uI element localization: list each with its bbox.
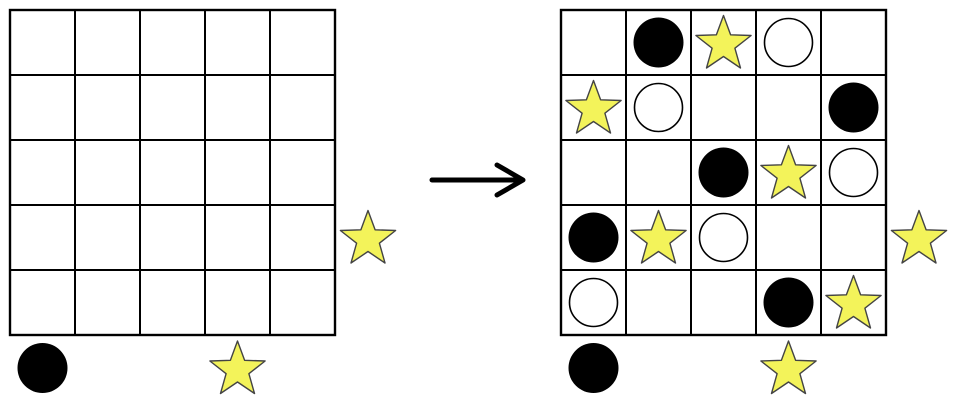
grid-cell (560, 139, 627, 206)
grid-cell (9, 204, 76, 271)
grid-cell (9, 139, 76, 206)
right-arrow-icon (429, 162, 526, 198)
col-4-clue-star-icon (760, 340, 817, 395)
grid-cell (139, 269, 206, 336)
grid-cell (269, 74, 336, 141)
cell-r3c4-star-icon (760, 144, 817, 199)
puzzle-board (8, 8, 397, 395)
grid-cell (269, 204, 336, 271)
grid-cell (269, 139, 336, 206)
cell-r4c2-star-icon (630, 209, 687, 264)
grid-cell (139, 74, 206, 141)
grid-cell (625, 139, 692, 206)
grid-cell (690, 269, 757, 336)
cell-r2c1-star-icon (565, 79, 622, 134)
cell-r3c5-white-circle-icon (828, 147, 879, 198)
grid-cell (755, 204, 822, 271)
grid-cell (74, 204, 141, 271)
grid-cell (690, 74, 757, 141)
grid-cell (74, 269, 141, 336)
cell-r4c3-white-circle-icon (698, 212, 749, 263)
grid-cell (820, 204, 887, 271)
grid-cell (139, 204, 206, 271)
grid-border (8, 8, 337, 337)
grid-cell (139, 9, 206, 76)
cell-r2c2-white-circle-icon (633, 82, 684, 133)
cell-r1c4-white-circle-icon (763, 17, 814, 68)
grid-cell (204, 74, 271, 141)
grid-cell (9, 269, 76, 336)
grid-cell (269, 269, 336, 336)
grid-cell (560, 9, 627, 76)
col-1-clue-black-circle-icon (17, 343, 68, 393)
cell-r3c3-black-circle-icon (698, 147, 749, 198)
cell-r4c1-black-circle-icon (568, 212, 619, 263)
grid-cell (139, 139, 206, 206)
grid-cell (625, 269, 692, 336)
grid-cell (9, 9, 76, 76)
cell-r1c2-black-circle-icon (633, 17, 684, 68)
grid-cell (74, 9, 141, 76)
grid-cell (204, 269, 271, 336)
arrow-head (494, 162, 526, 198)
cell-r5c5-star-icon (825, 274, 882, 329)
cell-r1c3-star-icon (695, 14, 752, 69)
col-1-clue-black-circle-icon (568, 343, 619, 393)
grid-cell (74, 74, 141, 141)
grid-cell (269, 9, 336, 76)
cell-r5c4-black-circle-icon (763, 277, 814, 328)
cell-r2c5-black-circle-icon (828, 82, 879, 133)
row-4-clue-star-icon (890, 209, 948, 264)
row-4-clue-star-icon (339, 209, 397, 264)
grid-border (559, 8, 888, 337)
grid-cell (204, 204, 271, 271)
grid-cell (204, 139, 271, 206)
grid-cell (820, 9, 887, 76)
grid-cell (9, 74, 76, 141)
solution-board (559, 8, 948, 395)
grid-cell (755, 74, 822, 141)
grid-cell (204, 9, 271, 76)
cell-r5c1-white-circle-icon (568, 277, 619, 328)
col-4-clue-star-icon (209, 340, 266, 395)
grid-cell (74, 139, 141, 206)
